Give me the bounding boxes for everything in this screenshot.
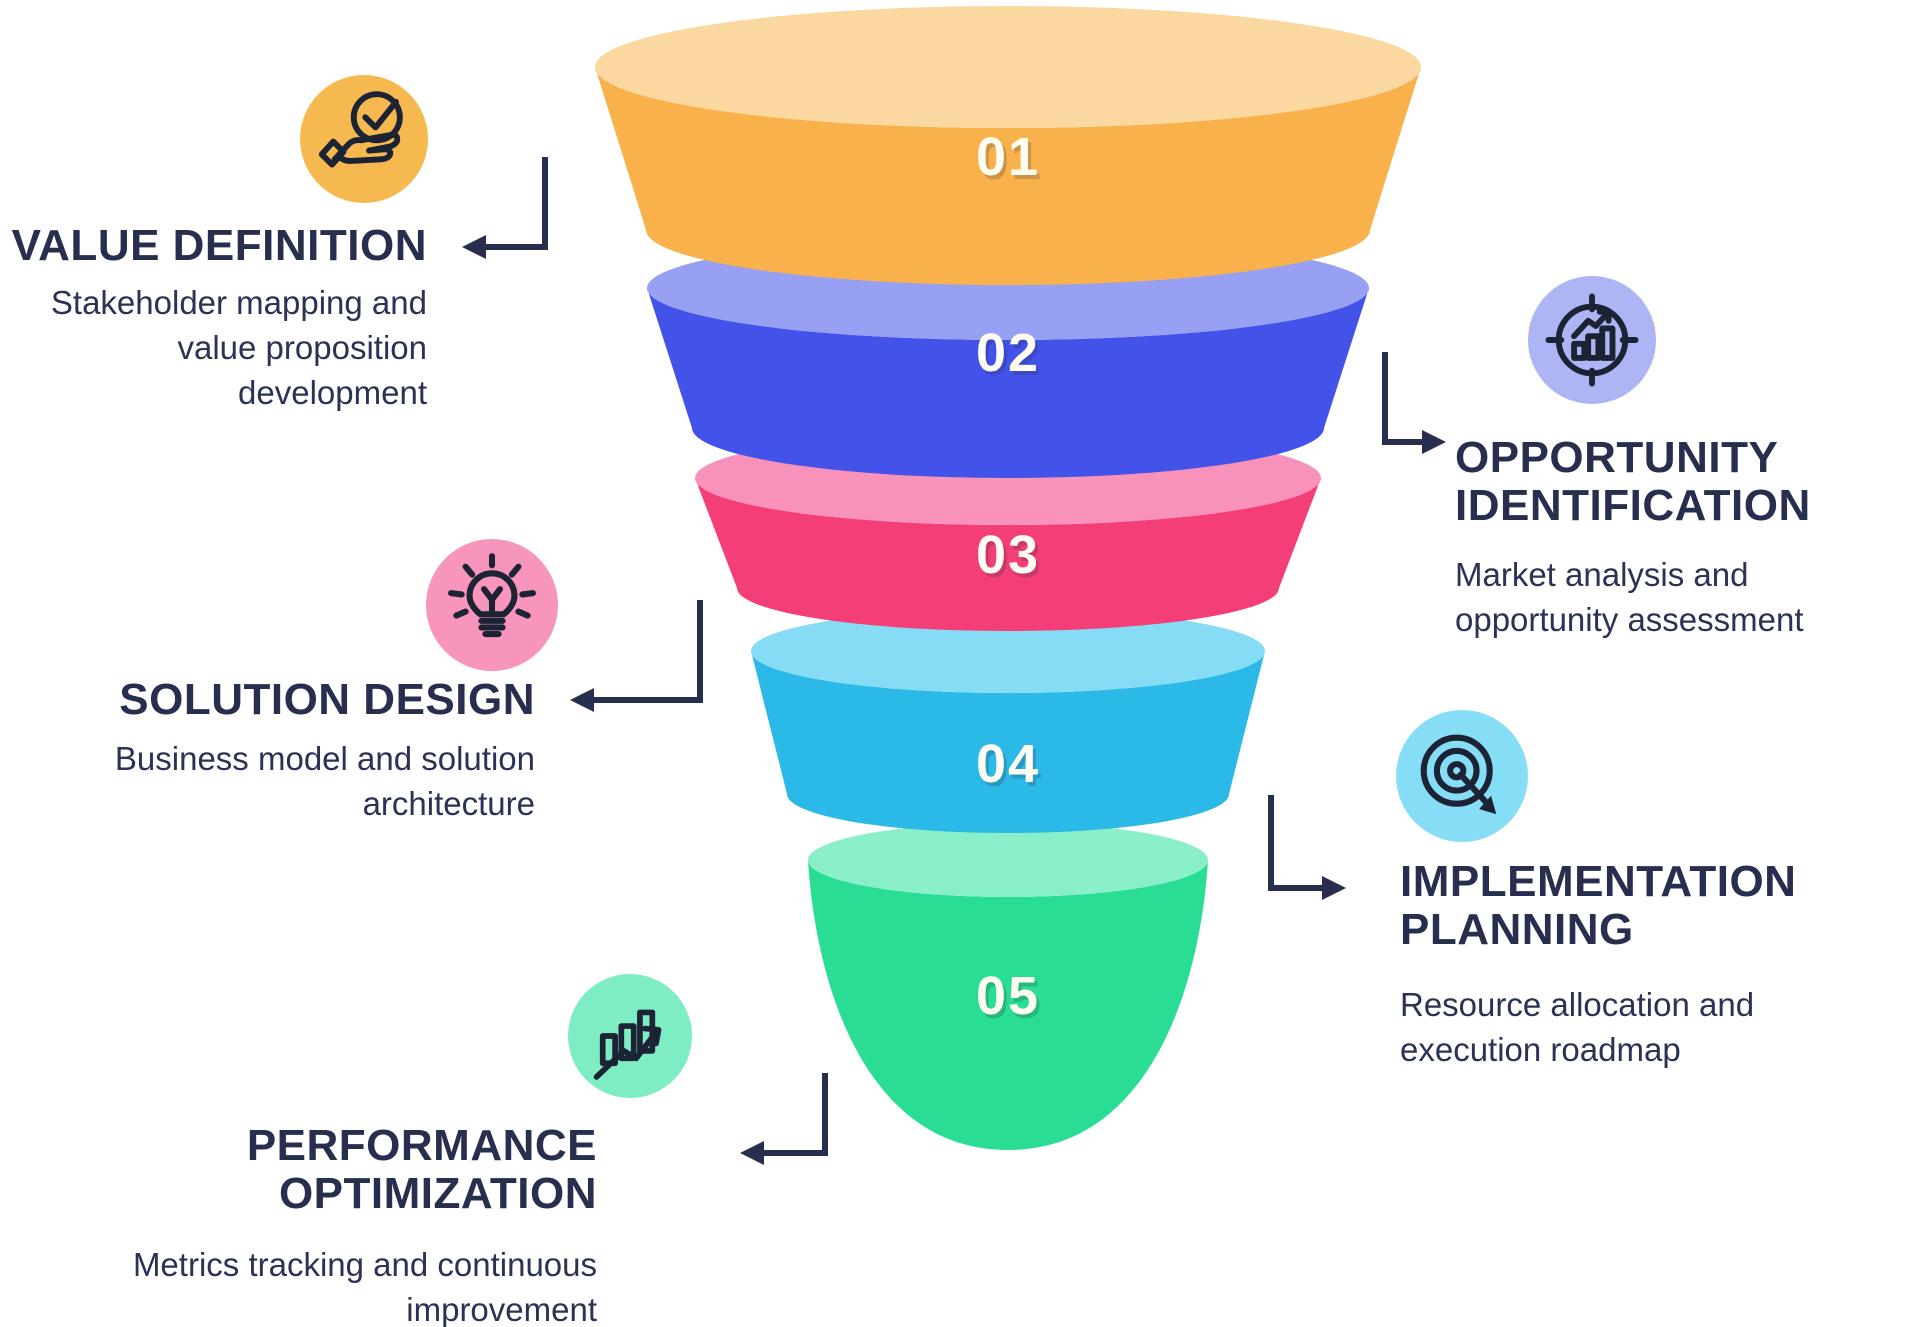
funnel-stage-5 [808,823,1208,1150]
stage-5-title: PERFORMANCE OPTIMIZATION [246,1121,597,1218]
stage-3-label: SOLUTION DESIGN Business model and solut… [75,676,535,826]
hand-check-icon [300,75,428,203]
funnel-stage-1 [595,6,1421,285]
stage-1-number: 01 [975,127,1041,187]
stage-1-label: VALUE DEFINITION Stakeholder mapping and… [0,222,427,415]
funnel-stage-3-body [695,478,1321,631]
growth-target-icon [1528,276,1656,404]
stage-1-title: VALUE DEFINITION [11,221,427,270]
stage-1-description: Stakeholder mapping and value propositio… [50,284,427,411]
funnel-stage-4 [751,609,1265,833]
lightbulb-icon [426,539,558,671]
stage-3-title: SOLUTION DESIGN [119,675,535,724]
connector-stage-3 [570,600,703,712]
connector-stage-1 [462,157,548,259]
stage-3-number: 03 [975,525,1041,585]
target-arrow-icon [1396,710,1528,842]
stage-5-number: 05 [975,966,1041,1026]
funnel-stage-4-body [751,651,1265,833]
funnel-stage-2-body [647,288,1369,478]
icon-circle [568,974,692,1098]
stage-5-description: Metrics tracking and continuous improvem… [132,1246,597,1327]
funnel-stage-1-rim [595,6,1421,128]
funnel-stage-5-rim [808,823,1208,897]
funnel-stage-1-body [595,67,1421,285]
stage-4-title: IMPLEMENTATION PLANNING [1400,857,1797,954]
icon-circle [1528,276,1656,404]
stage-3-description: Business model and solution architecture [114,740,535,822]
stage-2-number: 02 [975,323,1041,383]
chart-growth-icon [568,974,692,1098]
stage-4-label: IMPLEMENTATION PLANNING Resource allocat… [1400,858,1830,1072]
funnel-stage-5-body [808,860,1208,1150]
stage-2-label: OPPORTUNITY IDENTIFICATION Market analys… [1455,434,1920,642]
stage-5-label: PERFORMANCE OPTIMIZATION Metrics trackin… [77,1122,597,1327]
funnel-stage-4-rim [751,609,1265,693]
stage-2-title: OPPORTUNITY IDENTIFICATION [1455,433,1811,530]
connector-stage-4 [1268,795,1346,900]
connector-stage-2 [1382,352,1446,454]
connector-stage-5 [740,1073,828,1165]
stage-4-number: 04 [975,734,1041,794]
stage-2-description: Market analysis and opportunity assessme… [1455,556,1804,638]
stage-4-description: Resource allocation and execution roadma… [1400,986,1755,1068]
